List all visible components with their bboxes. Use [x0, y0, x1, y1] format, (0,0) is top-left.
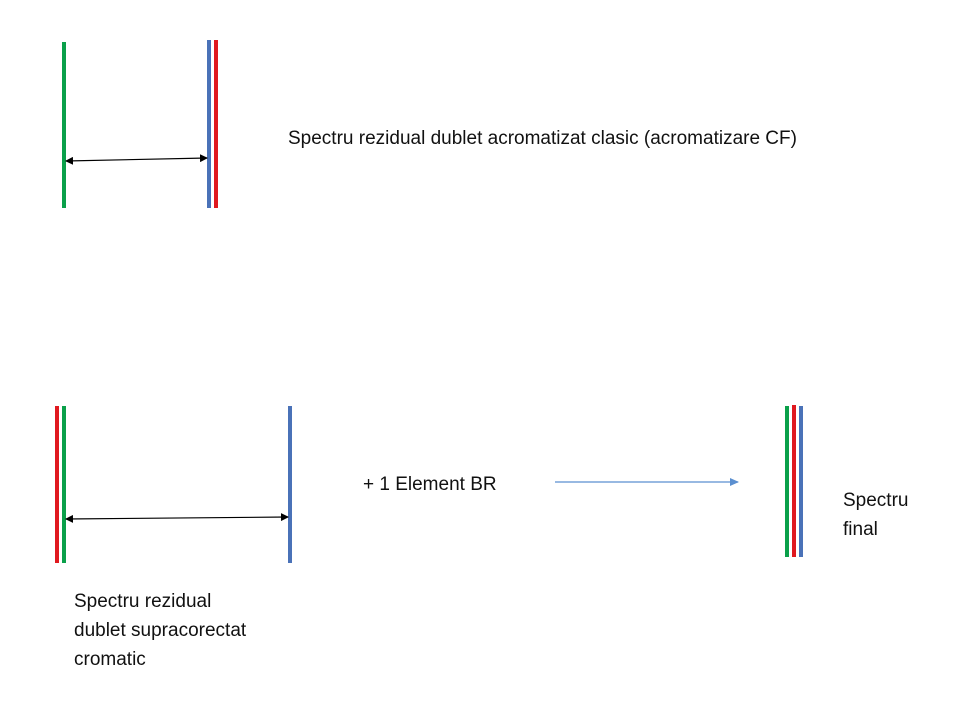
label-overcorrected-line-1: Spectru rezidual [74, 591, 212, 612]
top-double-arrow [65, 154, 208, 165]
label-overcorrected-doublet: Spectru rezidual dublet supracorectat cr… [74, 587, 246, 674]
label-overcorrected-line-3: cromatic [74, 649, 146, 670]
bottom-double-arrow [65, 513, 289, 523]
label-final-line-2: final [843, 519, 878, 540]
label-overcorrected-line-2: dublet supracorectat [74, 620, 247, 641]
label-final-line-1: Spectru [843, 490, 909, 511]
label-element-br: + 1 Element BR [363, 474, 497, 495]
label-final-spectrum: Spectru final [843, 486, 908, 544]
label-classic-doublet: Spectru rezidual dublet acromatizat clas… [288, 128, 797, 149]
